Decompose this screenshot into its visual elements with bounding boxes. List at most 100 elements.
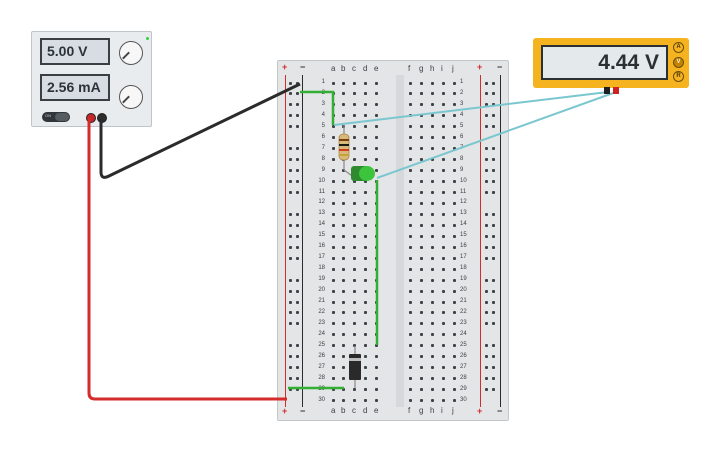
breadboard-hole[interactable] bbox=[331, 234, 335, 238]
breadboard-hole[interactable] bbox=[419, 256, 423, 260]
breadboard-hole[interactable] bbox=[408, 180, 412, 184]
breadboard-hole[interactable] bbox=[408, 125, 412, 129]
breadboard-hole[interactable] bbox=[491, 114, 495, 118]
breadboard-hole[interactable] bbox=[352, 223, 356, 227]
breadboard-hole[interactable] bbox=[295, 223, 299, 227]
breadboard-hole[interactable] bbox=[288, 125, 292, 129]
breadboard-hole[interactable] bbox=[419, 180, 423, 184]
breadboard-hole[interactable] bbox=[295, 125, 299, 129]
breadboard-hole[interactable] bbox=[331, 377, 335, 381]
breadboard-hole[interactable] bbox=[452, 103, 456, 107]
breadboard-hole[interactable] bbox=[352, 399, 356, 403]
breadboard-hole[interactable] bbox=[288, 92, 292, 96]
breadboard-hole[interactable] bbox=[484, 158, 488, 162]
breadboard-hole[interactable] bbox=[363, 114, 367, 118]
breadboard-hole[interactable] bbox=[288, 278, 292, 282]
breadboard-hole[interactable] bbox=[295, 180, 299, 184]
breadboard-hole[interactable] bbox=[484, 81, 488, 85]
breadboard-hole[interactable] bbox=[288, 344, 292, 348]
breadboard-hole[interactable] bbox=[341, 267, 345, 271]
breadboard-hole[interactable] bbox=[341, 399, 345, 403]
breadboard-hole[interactable] bbox=[341, 388, 345, 392]
breadboard-hole[interactable] bbox=[491, 388, 495, 392]
breadboard-hole[interactable] bbox=[352, 158, 356, 162]
breadboard-hole[interactable] bbox=[352, 201, 356, 205]
breadboard-hole[interactable] bbox=[288, 377, 292, 381]
breadboard-hole[interactable] bbox=[331, 191, 335, 194]
breadboard-hole[interactable] bbox=[288, 366, 292, 370]
breadboard-hole[interactable] bbox=[452, 388, 456, 392]
breadboard-hole[interactable] bbox=[295, 81, 299, 85]
breadboard-hole[interactable] bbox=[430, 256, 434, 260]
breadboard-hole[interactable] bbox=[288, 212, 292, 216]
breadboard-hole[interactable] bbox=[363, 300, 367, 304]
breadboard-hole[interactable] bbox=[452, 289, 456, 293]
breadboard-hole[interactable] bbox=[341, 289, 345, 293]
breadboard-hole[interactable] bbox=[430, 125, 434, 129]
breadboard-hole[interactable] bbox=[408, 103, 412, 107]
breadboard-hole[interactable] bbox=[452, 355, 456, 359]
breadboard-hole[interactable] bbox=[331, 344, 335, 348]
breadboard-hole[interactable] bbox=[430, 388, 434, 392]
breadboard-hole[interactable] bbox=[419, 81, 423, 85]
breadboard-hole[interactable] bbox=[441, 366, 445, 370]
breadboard-hole[interactable] bbox=[352, 267, 356, 271]
breadboard-hole[interactable] bbox=[341, 191, 345, 194]
breadboard-hole[interactable] bbox=[374, 136, 378, 140]
breadboard-hole[interactable] bbox=[295, 191, 299, 194]
breadboard-hole[interactable] bbox=[374, 147, 378, 151]
breadboard-hole[interactable] bbox=[452, 147, 456, 151]
breadboard-hole[interactable] bbox=[430, 114, 434, 118]
breadboard-hole[interactable] bbox=[491, 256, 495, 260]
breadboard-hole[interactable] bbox=[491, 355, 495, 359]
breadboard-hole[interactable] bbox=[295, 388, 299, 392]
breadboard-hole[interactable] bbox=[374, 377, 378, 381]
breadboard-hole[interactable] bbox=[295, 278, 299, 282]
breadboard-hole[interactable] bbox=[430, 158, 434, 162]
multimeter-probe-wire-2[interactable] bbox=[376, 91, 617, 179]
breadboard-hole[interactable] bbox=[408, 289, 412, 293]
breadboard-hole[interactable] bbox=[491, 169, 495, 173]
breadboard-hole[interactable] bbox=[430, 289, 434, 293]
breadboard-hole[interactable] bbox=[484, 245, 488, 249]
breadboard-hole[interactable] bbox=[408, 311, 412, 315]
voltage-knob[interactable] bbox=[119, 41, 143, 65]
breadboard-hole[interactable] bbox=[352, 245, 356, 249]
breadboard-hole[interactable] bbox=[419, 245, 423, 249]
breadboard-hole[interactable] bbox=[341, 311, 345, 315]
breadboard-hole[interactable] bbox=[331, 256, 335, 260]
breadboard-hole[interactable] bbox=[408, 366, 412, 370]
breadboard-hole[interactable] bbox=[288, 300, 292, 304]
breadboard-hole[interactable] bbox=[419, 355, 423, 359]
breadboard-hole[interactable] bbox=[288, 322, 292, 326]
breadboard-hole[interactable] bbox=[419, 92, 423, 96]
breadboard-hole[interactable] bbox=[441, 234, 445, 238]
breadboard-hole[interactable] bbox=[430, 366, 434, 370]
breadboard-hole[interactable] bbox=[408, 234, 412, 238]
breadboard-hole[interactable] bbox=[408, 212, 412, 216]
breadboard-hole[interactable] bbox=[491, 377, 495, 381]
breadboard-hole[interactable] bbox=[452, 311, 456, 315]
breadboard-hole[interactable] bbox=[441, 180, 445, 184]
breadboard-hole[interactable] bbox=[419, 169, 423, 173]
breadboard-hole[interactable] bbox=[430, 223, 434, 227]
breadboard-hole[interactable] bbox=[408, 322, 412, 326]
breadboard-hole[interactable] bbox=[441, 191, 445, 194]
breadboard-hole[interactable] bbox=[484, 289, 488, 293]
breadboard-hole[interactable] bbox=[341, 256, 345, 260]
multimeter[interactable]: 4.44 V A V R bbox=[533, 38, 689, 88]
breadboard-hole[interactable] bbox=[408, 344, 412, 348]
breadboard-hole[interactable] bbox=[441, 136, 445, 140]
breadboard-hole[interactable] bbox=[363, 125, 367, 129]
breadboard-hole[interactable] bbox=[341, 103, 345, 107]
breadboard-hole[interactable] bbox=[441, 322, 445, 326]
breadboard-hole[interactable] bbox=[363, 256, 367, 260]
breadboard-hole[interactable] bbox=[352, 114, 356, 118]
breadboard-hole[interactable] bbox=[452, 245, 456, 249]
breadboard-hole[interactable] bbox=[331, 158, 335, 162]
breadboard-hole[interactable] bbox=[419, 212, 423, 216]
breadboard-hole[interactable] bbox=[430, 169, 434, 173]
breadboard-hole[interactable] bbox=[363, 81, 367, 85]
breadboard-hole[interactable] bbox=[341, 377, 345, 381]
